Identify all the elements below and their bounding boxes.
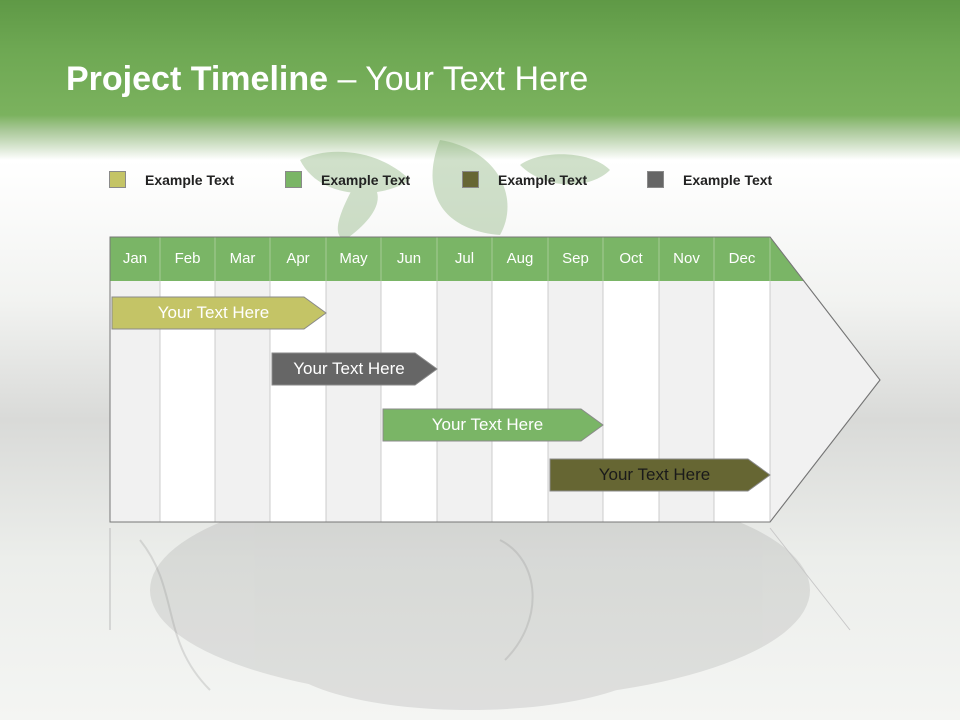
task-bar-label: Your Text Here xyxy=(598,465,711,484)
legend-swatch xyxy=(462,171,479,188)
task-bar xyxy=(111,296,327,330)
legend-swatch xyxy=(285,171,302,188)
arrow-outline xyxy=(109,236,881,523)
month-label: May xyxy=(339,250,368,267)
reflection-line xyxy=(769,527,851,631)
task-bar-label: Your Text Here xyxy=(293,359,405,378)
task-bar xyxy=(382,408,604,442)
legend-swatch xyxy=(109,171,126,188)
month-label: Aug xyxy=(506,250,534,267)
month-column xyxy=(492,281,548,522)
header-band xyxy=(0,0,960,160)
task-bar-label: Your Text Here xyxy=(431,415,544,434)
legend-label: Example Text xyxy=(321,172,411,188)
month-label: Jul xyxy=(454,250,475,267)
month-label: Nov xyxy=(673,250,700,267)
legend-label: Example Text xyxy=(683,172,773,188)
task-bar xyxy=(549,458,771,492)
task-bar-label: Your Text Here xyxy=(157,303,270,322)
page-title: Project Timeline – Your Text Here xyxy=(66,60,589,98)
month-label: Apr xyxy=(286,250,310,267)
month-label: Dec xyxy=(728,250,756,267)
month-column xyxy=(437,281,492,522)
legend-swatch xyxy=(647,171,664,188)
task-bar xyxy=(271,352,438,386)
month-column xyxy=(326,281,381,522)
legend-label: Example Text xyxy=(145,172,235,188)
legend-label: Example Text xyxy=(498,172,588,188)
month-column xyxy=(381,281,437,522)
month-label: Feb xyxy=(174,250,201,267)
month-label: Sep xyxy=(562,250,589,267)
month-label: Jun xyxy=(396,250,422,267)
month-label: Jan xyxy=(122,250,148,267)
month-header-band xyxy=(110,237,770,281)
month-label: Mar xyxy=(229,250,256,267)
month-label: Oct xyxy=(619,250,643,267)
